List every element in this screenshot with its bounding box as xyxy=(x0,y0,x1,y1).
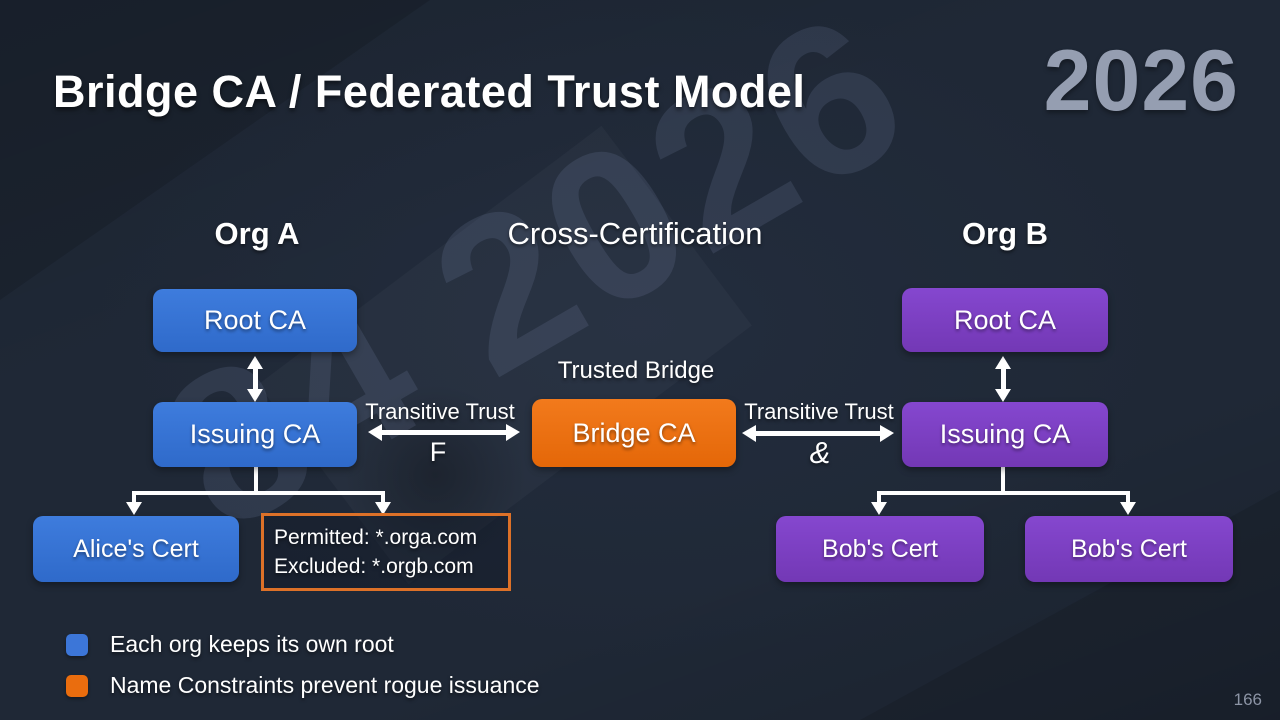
page-number: 166 xyxy=(1233,690,1262,709)
node-root-ca-org-b: Root CA xyxy=(902,288,1108,352)
node-issuing-ca-org-a: Issuing CA xyxy=(153,402,357,467)
transitive-trust-sub-left: F xyxy=(429,437,447,467)
legend-label: Name Constraints prevent rogue issuance xyxy=(110,672,540,698)
section-label-org-a: Org A xyxy=(214,216,300,251)
node-root-ca-org-a: Root CA xyxy=(153,289,357,352)
legend-label: Each org keeps its own root xyxy=(110,631,394,657)
node-issuing-ca-org-b: Issuing CA xyxy=(902,402,1108,467)
node-bobs-cert-right: Bob's Cert xyxy=(1025,516,1233,582)
legend-item-own-root: Each org keeps its own root xyxy=(66,631,394,658)
name-constraints-box: Permitted: *.orga.com Excluded: *.orgb.c… xyxy=(261,513,511,591)
constraint-line-excluded: Excluded: *.orgb.com xyxy=(274,555,474,578)
node-alices-cert: Alice's Cert xyxy=(33,516,239,582)
legend-item-name-constraints: Name Constraints prevent rogue issuance xyxy=(66,672,540,699)
transitive-trust-label-right: Transitive Trust xyxy=(744,399,894,424)
constraint-line-permitted: Permitted: *.orga.com xyxy=(274,526,478,549)
year-label: 2026 xyxy=(1043,33,1239,129)
transitive-trust-label-left: Transitive Trust xyxy=(365,399,515,424)
legend-swatch-blue xyxy=(66,633,88,656)
legend-swatch-orange xyxy=(66,674,88,697)
trusted-bridge-caption: Trusted Bridge xyxy=(557,357,715,384)
section-label-org-b: Org B xyxy=(961,216,1049,251)
section-label-cross-certification: Cross-Certification xyxy=(507,216,763,251)
node-bridge-ca: Bridge CA xyxy=(532,399,736,467)
transitive-trust-sub-right: & xyxy=(809,435,831,470)
page-title: Bridge CA / Federated Trust Model xyxy=(53,66,806,117)
node-bobs-cert-left: Bob's Cert xyxy=(776,516,984,582)
